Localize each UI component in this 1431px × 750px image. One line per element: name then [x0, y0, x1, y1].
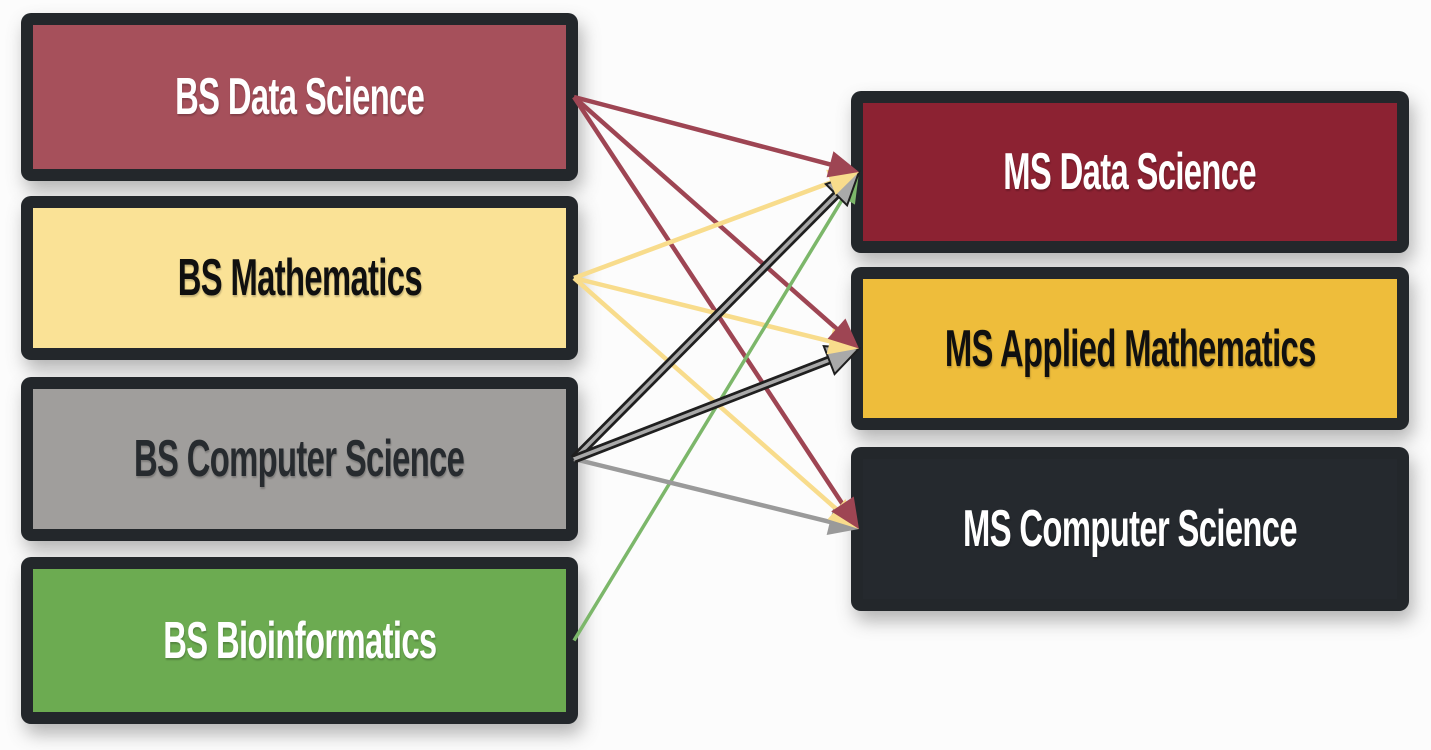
arrow-line-bs-bioinformatics-to-ms-data-science: [572, 189, 850, 642]
arrow-line-bs-data-science-to-ms-computer-science: [572, 95, 849, 512]
node-ms-applied-mathematics: MS Applied Mathematics: [851, 267, 1409, 430]
node-label-bs-data-science: BS Data Science: [174, 68, 425, 126]
node-bs-data-science: BS Data Science: [21, 13, 578, 181]
node-label-bs-mathematics: BS Mathematics: [177, 249, 422, 307]
node-label-ms-applied-mathematics: MS Applied Mathematics: [944, 319, 1316, 378]
node-ms-data-science: MS Data Science: [851, 91, 1409, 253]
node-bs-computer-science: BS Computer Science: [21, 377, 578, 541]
node-label-ms-computer-science: MS Computer Science: [963, 500, 1298, 558]
arrow-line-bs-data-science-to-ms-data-science: [573, 94, 839, 169]
arrow-line-bs-mathematics-to-ms-data-science: [573, 177, 840, 281]
arrow-line-bs-mathematics-to-ms-applied-mathematics: [573, 275, 839, 346]
node-label-bs-bioinformatics: BS Bioinformatics: [162, 611, 437, 670]
arrow-line-bs-computer-science-to-ms-applied-mathematics: [573, 354, 840, 461]
node-label-bs-computer-science: BS Computer Science: [134, 430, 465, 488]
arrow-line-bs-computer-science-to-ms-data-science-outline: [570, 184, 847, 463]
arrow-line-bs-computer-science-to-ms-data-science: [572, 186, 845, 461]
node-bs-mathematics: BS Mathematics: [21, 196, 578, 360]
node-label-ms-data-science: MS Data Science: [1003, 143, 1257, 201]
arrow-line-bs-computer-science-to-ms-applied-mathematics-outline: [572, 352, 841, 464]
node-bs-bioinformatics: BS Bioinformatics: [21, 557, 578, 724]
arrow-line-bs-data-science-to-ms-applied-mathematics: [572, 95, 844, 336]
arrow-line-bs-mathematics-to-ms-computer-science: [572, 276, 844, 517]
arrow-line-bs-computer-science-to-ms-computer-science: [573, 456, 839, 526]
node-ms-computer-science: MS Computer Science: [851, 447, 1409, 611]
